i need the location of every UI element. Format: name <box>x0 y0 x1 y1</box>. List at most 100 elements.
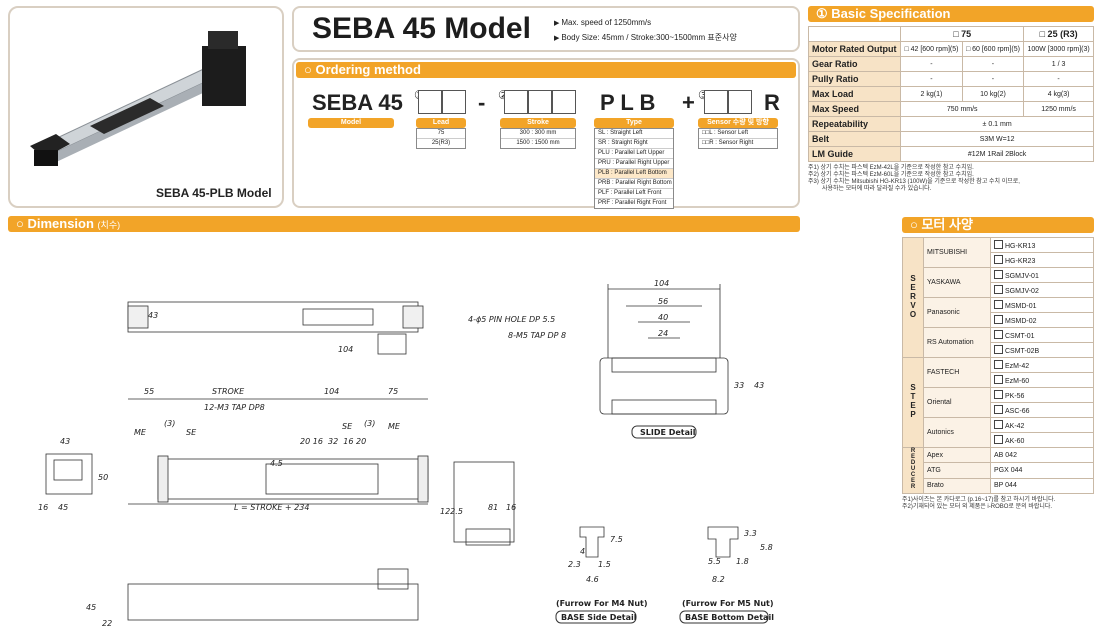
spec-cell: - <box>961 71 1025 87</box>
dim-w24: 24 <box>658 329 668 338</box>
group-reducer: REDUCER <box>902 447 924 494</box>
motor-model: MSMD-01 <box>990 297 1094 313</box>
group-step-label: STEP <box>908 383 918 419</box>
dim-bottom-45: 45 <box>86 603 96 612</box>
motor-row: YASKAWA SGMJV-01 <box>903 267 1094 298</box>
dim-top-104: 104 <box>338 345 353 354</box>
type-option: PRF : Parallel Right Front <box>598 200 667 206</box>
spec-note: 주3) 상기 수치는 Mitsubishi HG-KR13 (100W)을 기준… <box>808 179 1020 185</box>
dim-stroke: STROKE <box>212 387 245 396</box>
motor-model: HG-KR13 <box>990 237 1094 253</box>
motor-model: PGX 044 <box>990 462 1094 479</box>
motor-model: SGMJV-02 <box>990 282 1094 298</box>
spec-label: Gear Ratio <box>807 56 902 72</box>
lead-box <box>418 90 442 114</box>
dim-m5-b: 5.8 <box>760 543 773 552</box>
slide-detail-plate <box>599 357 729 415</box>
vendor-name: Oriental <box>923 387 991 418</box>
dim-h43: 43 <box>754 381 764 390</box>
vendor-name: MITSUBISHI <box>923 237 991 268</box>
stroke-box-2 <box>528 90 552 114</box>
dimension-drawing: 43 104 55 STROKE 104 75 12-M3 TAP DP8 (3… <box>38 279 774 628</box>
dim-tap: 12-M3 TAP DP8 <box>204 403 265 412</box>
lead-option: 75 <box>417 129 465 139</box>
spec-label: Belt <box>807 131 902 147</box>
dim-top-43: 43 <box>148 311 158 320</box>
spec-col-75: □ 75 <box>900 26 1025 42</box>
dim-4-5: 4.5 <box>270 459 283 468</box>
sensor-option: □□L : Sensor Left <box>699 129 777 139</box>
stroke-box-1 <box>504 90 528 114</box>
type-code: P L B <box>600 90 656 115</box>
dim-w40: 40 <box>658 313 668 322</box>
r-code: R <box>764 90 780 115</box>
dim-m4-a: 4 <box>580 547 585 556</box>
vendor-name: RS Automation <box>923 327 991 358</box>
label-lead: Lead <box>416 118 466 128</box>
vendor-name: Autonics <box>923 417 991 448</box>
dim-w56: 56 <box>658 297 668 306</box>
dim-m5-c: 5.5 <box>708 557 721 566</box>
spec-cell: - <box>900 71 963 87</box>
spec-label: Pully Ratio <box>807 71 902 87</box>
dim-bottom-22: 22 <box>102 619 112 628</box>
spec-row: Max Load 2 kg(1) 10 kg(2) 4 kg(3) <box>807 86 1094 102</box>
spec-cell: - <box>961 56 1025 72</box>
label-stroke: Stroke <box>500 118 576 128</box>
lead-box-2 <box>442 90 466 114</box>
spec-row: Pully Ratio - - - <box>807 71 1094 87</box>
dimension-header: ○ Dimension (치수) <box>8 216 800 232</box>
spec-cell: - <box>1023 71 1094 87</box>
group-servo: SERVO <box>902 237 924 358</box>
bullet-size: Body Size: 45mm / Stroke:300~1500mm 표준사양 <box>554 31 737 46</box>
spec-cell: - <box>900 56 963 72</box>
dim-w104: 104 <box>654 279 669 288</box>
dim-m5-d: 1.8 <box>736 557 749 566</box>
bullet-speed: Max. speed of 1250mm/s <box>554 16 737 31</box>
spec-cell: 750 mm/s <box>900 101 1025 117</box>
motor-model: BP 044 <box>990 477 1094 495</box>
dim-h33: 33 <box>734 381 744 390</box>
motor-model: CSMT-01 <box>990 327 1094 343</box>
type-option: PLF : Parallel Left Front <box>595 189 673 199</box>
stroke-option: 300 : 300 mm <box>501 129 575 139</box>
dim-75: 75 <box>388 387 398 396</box>
stroke-options: 300 : 300 mm 1500 : 1500 mm <box>500 128 576 149</box>
top-view-body <box>127 301 419 333</box>
circle-2: ② <box>498 88 509 102</box>
motor-model: MSMD-02 <box>990 312 1094 328</box>
type-options: SL : Straight Left SR : Straight Right P… <box>594 128 674 209</box>
base-bottom-detail-label: BASE Bottom Detail <box>685 613 774 622</box>
type-option: PRB : Parallel Right Bottom <box>595 179 673 189</box>
spec-label: Max Load <box>807 86 902 102</box>
basic-spec-panel: ① Basic Specification □ 75 □ 25 (R3) Mot… <box>807 6 1094 193</box>
group-reducer-label: REDUCER <box>910 448 916 490</box>
spec-col-blank <box>807 26 902 42</box>
product-photo-panel: SEBA 45-PLB Model <box>8 6 284 208</box>
spec-cell: 4 kg(3) <box>1023 86 1094 102</box>
motor-model: EzM-60 <box>990 372 1094 388</box>
motor-model: CSMT-02B <box>990 342 1094 358</box>
motor-model: ASC-66 <box>990 402 1094 418</box>
dimension-title-small: (치수) <box>97 220 121 230</box>
dim-m4-c: 2.3 <box>568 560 581 569</box>
dimension-title: ○ Dimension <box>16 216 94 231</box>
spec-col-25: □ 25 (R3) <box>1023 26 1094 42</box>
spec-notes: 주1) 상기 수치는 파스텍 EzM-42L을 기준으로 작성한 참고 수치임.… <box>808 165 1094 193</box>
spec-row: LM Guide #12M 1Rail 2Block <box>807 146 1094 162</box>
label-type: Type <box>594 118 674 128</box>
sensor-box-1 <box>704 90 728 114</box>
dim-l-stroke: L = STROKE + 234 <box>234 503 309 512</box>
motor-model: AB 042 <box>990 446 1094 464</box>
sensor-option: □□R : Sensor Right <box>702 140 754 146</box>
dim-55: 55 <box>144 387 154 396</box>
spec-label: LM Guide <box>807 146 902 162</box>
dim-pin-hole: 4-ϕ5 PIN HOLE DP 5.5 <box>468 315 555 324</box>
motor-row: REDUCER Apex AB 042 <box>902 446 1094 494</box>
spec-cell: □ 42 [600 rpm](5) <box>900 41 963 57</box>
spec-row: Motor Rated Output □ 42 [600 rpm](5) □ 6… <box>807 41 1094 57</box>
type-option-selected: PLB : Parallel Left Bottom <box>595 169 673 179</box>
dash: - <box>478 90 486 115</box>
motor-row: Autonics AK-42 <box>903 417 1094 448</box>
m4-furrow-profile <box>579 526 605 558</box>
